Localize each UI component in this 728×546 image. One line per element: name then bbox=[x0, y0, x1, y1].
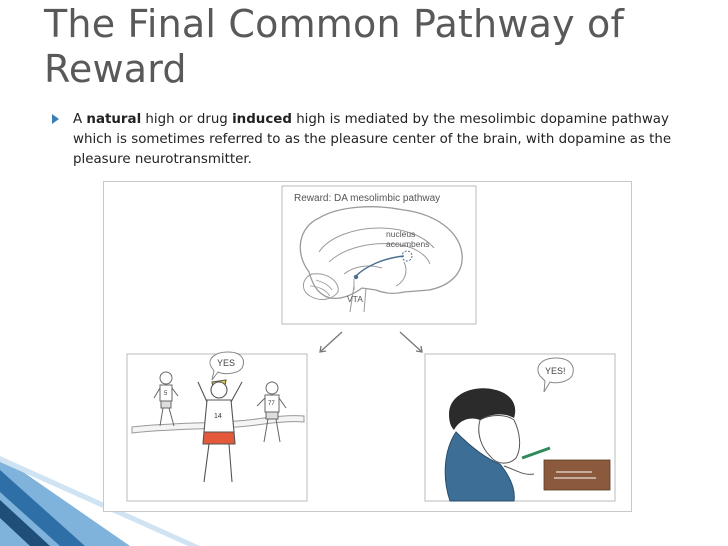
brainstem-icon bbox=[349, 285, 367, 313]
bullet-bold-induced: induced bbox=[232, 112, 292, 127]
runner-left-icon bbox=[153, 371, 179, 427]
brain-panel bbox=[281, 185, 477, 325]
runner-right-bib: 77 bbox=[268, 401, 275, 407]
person-hair-icon bbox=[449, 388, 516, 430]
runner-front-bib: 14 bbox=[214, 413, 222, 420]
brain-outline-icon bbox=[299, 206, 463, 300]
straw-icon bbox=[521, 446, 551, 460]
bullet-text: A natural high or drug induced high is m… bbox=[73, 110, 688, 170]
accumbens-label: accumbens bbox=[386, 239, 429, 249]
cerebellum-icon bbox=[303, 273, 339, 300]
bullet-part: high or drug bbox=[141, 112, 233, 127]
runner-front-icon bbox=[197, 379, 243, 483]
figure-header: Reward: DA mesolimbic pathway bbox=[294, 193, 440, 204]
arrow-left-icon bbox=[319, 331, 343, 353]
runner-right-icon bbox=[256, 381, 287, 443]
bullet-arrow-icon bbox=[52, 114, 59, 124]
person-panel: YES! bbox=[424, 353, 616, 502]
figure-illustration: Reward: DA mesolimbic pathway nucleus ac… bbox=[126, 185, 616, 502]
dopamine-pathway-icon bbox=[355, 255, 405, 277]
slide-title: The Final Common Pathway of Reward bbox=[44, 2, 625, 91]
runners-panel: YES 5 77 bbox=[126, 351, 308, 502]
vta-label: VTA bbox=[347, 294, 363, 304]
bullet-bold-natural: natural bbox=[86, 112, 142, 127]
yes-speech-bubble-right-icon bbox=[537, 357, 574, 393]
person-bubble-text: YES! bbox=[545, 366, 566, 376]
nucleus-label: nucleus bbox=[386, 229, 415, 239]
table-surface-icon bbox=[543, 459, 611, 491]
bullet-part: A bbox=[73, 112, 87, 127]
yes-speech-bubble-icon bbox=[209, 351, 244, 381]
reward-pathway-figure: Reward: DA mesolimbic pathway nucleus ac… bbox=[103, 181, 632, 512]
person-face-icon bbox=[478, 415, 521, 464]
bullet-part: high is mediated by the mesolimbic dopam… bbox=[73, 112, 672, 167]
arrow-right-icon bbox=[399, 331, 423, 353]
runner-left-bib: 5 bbox=[164, 391, 168, 397]
runner-bubble-text: YES bbox=[217, 358, 235, 368]
person-body-icon bbox=[444, 431, 515, 502]
